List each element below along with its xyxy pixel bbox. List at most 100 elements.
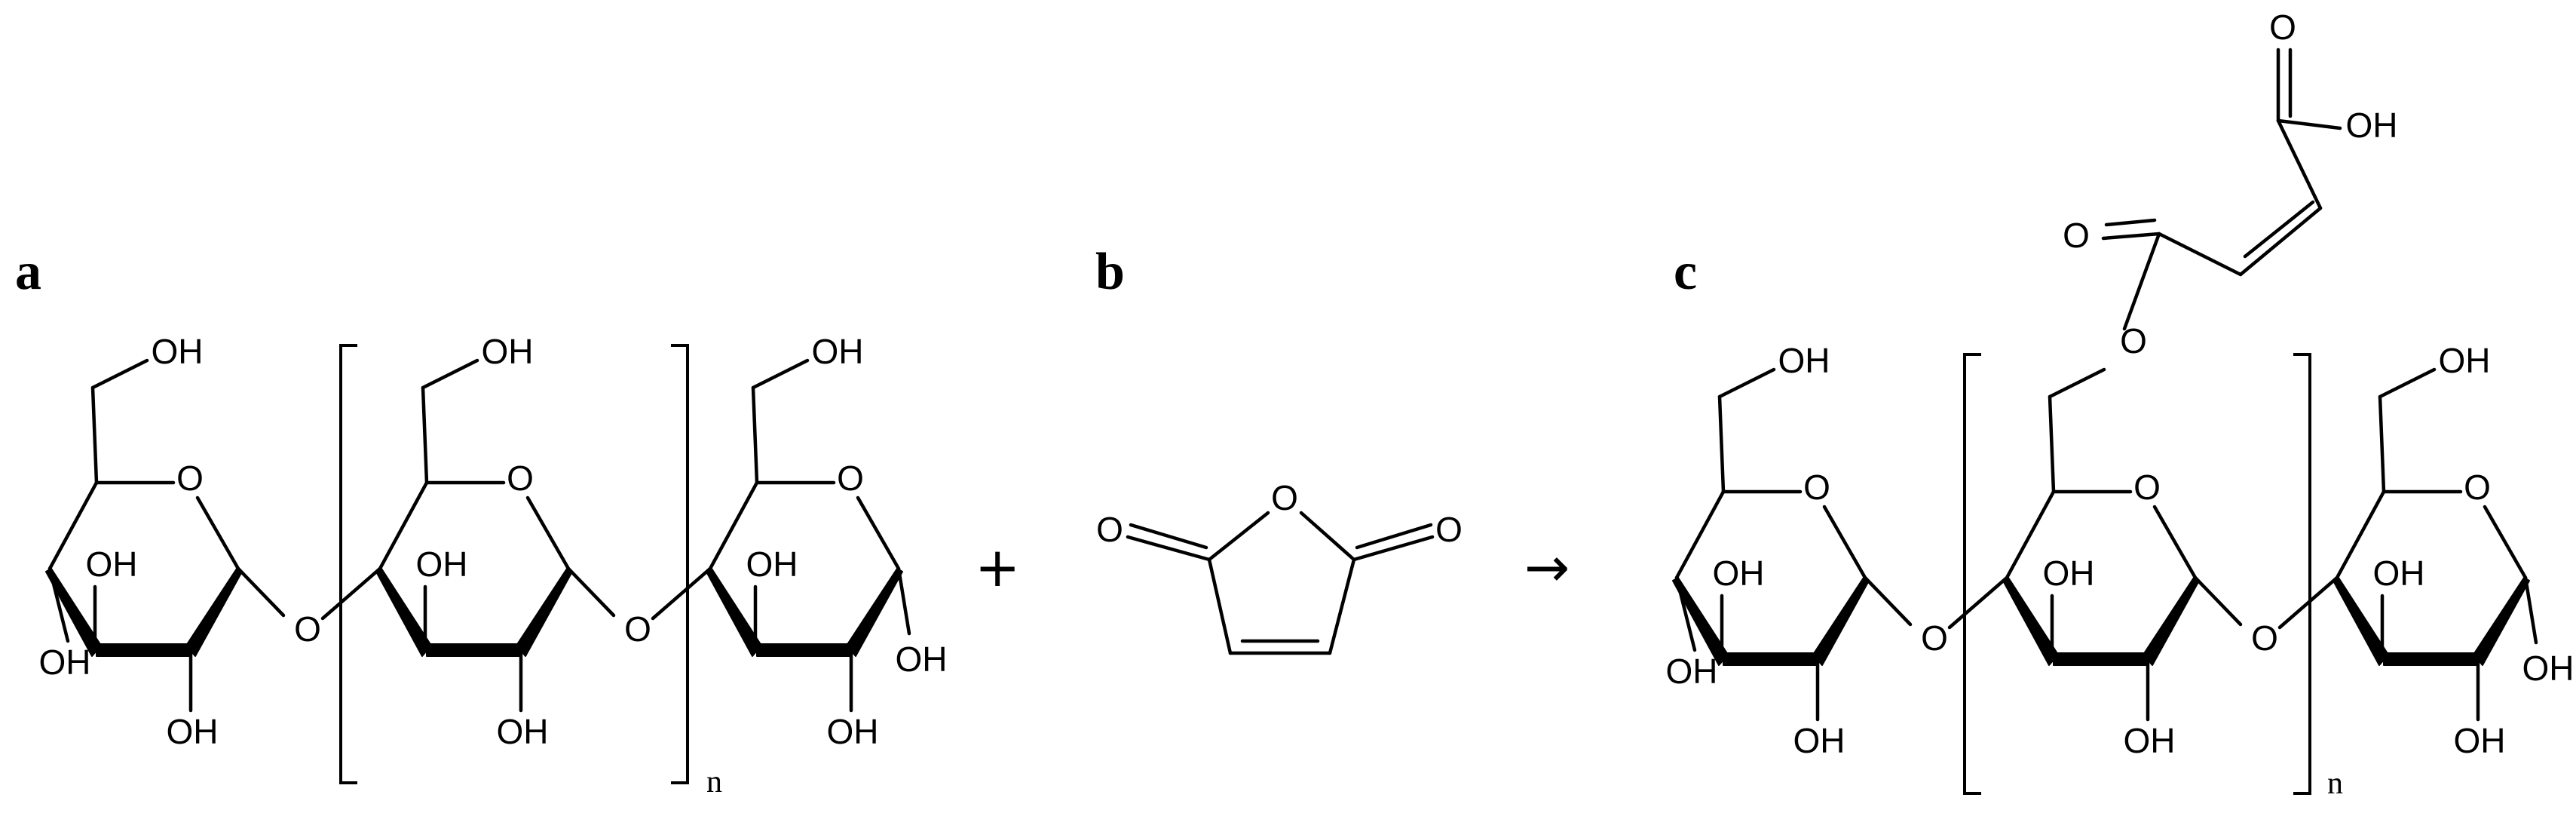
repeat-subscript-a: n bbox=[706, 765, 722, 799]
wedge-bond bbox=[1672, 577, 1729, 666]
bond-layer bbox=[47, 48, 2538, 795]
glycosidic-bond bbox=[566, 566, 616, 618]
wedge-bond bbox=[2332, 577, 2389, 666]
c3-hydroxyl: OH bbox=[1713, 554, 1765, 593]
ring-oxygen: O bbox=[507, 459, 534, 498]
ring-bond bbox=[2005, 489, 2056, 580]
c6-o-bond bbox=[751, 358, 810, 390]
carbonyl-oxygen: O bbox=[1096, 510, 1123, 549]
c6-hydroxyl: OH bbox=[1778, 341, 1830, 380]
reaction-arrow: → bbox=[1524, 535, 1570, 599]
c1-hydroxyl: OH bbox=[2522, 649, 2574, 688]
c3-hydroxyl: OH bbox=[746, 545, 798, 584]
ring-bond bbox=[1207, 557, 1233, 655]
c5-c6-bond bbox=[90, 385, 99, 485]
double-bond bbox=[2243, 200, 2315, 259]
c6-o-bond bbox=[90, 358, 149, 390]
wedge-layer bbox=[45, 568, 2530, 666]
panel-label-a: a bbox=[15, 243, 41, 301]
wedge-bond bbox=[45, 568, 102, 657]
glycosidic-bond bbox=[320, 566, 382, 621]
ring-bond bbox=[2152, 505, 2198, 580]
wedge-bond bbox=[2143, 577, 2200, 666]
acid-hydroxyl: OH bbox=[2346, 106, 2398, 145]
c2-hydroxyl: OH bbox=[1793, 721, 1845, 760]
c6-o-bond bbox=[2048, 367, 2106, 399]
c6-hydroxyl: OH bbox=[482, 332, 534, 371]
ring-bond bbox=[1822, 505, 1867, 580]
ring-oxygen: O bbox=[2464, 468, 2491, 507]
ring-bond bbox=[1328, 557, 1356, 655]
c4-hydroxyl: OH bbox=[1666, 652, 1718, 691]
c6-o-bond bbox=[2378, 367, 2437, 399]
ring-bond bbox=[47, 480, 99, 571]
wedge-bond bbox=[516, 568, 573, 657]
c1-oh-bond bbox=[2523, 575, 2538, 645]
ring-oxygen: O bbox=[837, 459, 864, 498]
acid-carbonyl-oxygen: O bbox=[2269, 8, 2296, 47]
carbonyl-oxygen: O bbox=[1435, 510, 1463, 549]
glycosidic-oxygen: O bbox=[294, 609, 321, 649]
c6-o-bond bbox=[421, 358, 479, 390]
wedge-bond bbox=[2002, 577, 2059, 666]
anhydride-ring-oxygen: O bbox=[1271, 478, 1298, 517]
c4-hydroxyl: OH bbox=[39, 643, 91, 682]
ring-bond bbox=[195, 495, 240, 571]
wedge-bond bbox=[2053, 652, 2149, 666]
glycosidic-oxygen: O bbox=[624, 609, 651, 649]
repeat-bracket-left bbox=[1963, 353, 1981, 795]
chain-bond bbox=[2157, 232, 2243, 277]
c2-hydroxyl: OH bbox=[497, 712, 549, 751]
ring-oxygen: O bbox=[2133, 468, 2161, 507]
label-layer: O OH OH OH OH O O OH OH OH O O OH OH OH OH O O O O OH OH OH OH O… bbox=[39, 8, 2574, 760]
ring-bond bbox=[1207, 511, 1270, 562]
ring-bond bbox=[1299, 511, 1356, 562]
repeat-bracket-left bbox=[339, 344, 357, 784]
c2-hydroxyl: OH bbox=[2454, 721, 2506, 760]
wedge-bond bbox=[426, 643, 522, 657]
panel-label-c: c bbox=[1674, 243, 1697, 301]
ester-bond bbox=[2122, 232, 2161, 331]
carbonyl-bond bbox=[2104, 218, 2157, 227]
glycosidic-bond bbox=[651, 566, 712, 621]
glycosidic-oxygen: O bbox=[2251, 618, 2278, 658]
wedge-bond bbox=[1723, 652, 1818, 666]
carbonyl-bond bbox=[1352, 535, 1435, 562]
wedge-bond bbox=[2383, 652, 2479, 666]
c3-hydroxyl: OH bbox=[416, 545, 468, 584]
c1-hydroxyl: OH bbox=[896, 640, 948, 679]
glycosidic-oxygen: O bbox=[1921, 618, 1948, 658]
wedge-bond bbox=[756, 643, 852, 657]
chain-bond bbox=[2238, 206, 2323, 277]
wedge-bond bbox=[706, 568, 762, 657]
c5-c6-bond bbox=[1717, 394, 1726, 494]
c1-oh-bond bbox=[896, 566, 911, 636]
panel-label-b: b bbox=[1095, 243, 1125, 301]
ring-bond bbox=[2335, 489, 2386, 580]
wedge-bond bbox=[2473, 577, 2530, 666]
ring-bond bbox=[378, 480, 429, 571]
acid-oh-bond bbox=[2276, 118, 2342, 130]
ester-oxygen: O bbox=[2120, 321, 2147, 360]
carbonyl-bond bbox=[1129, 523, 1208, 550]
wedge-bond bbox=[185, 568, 243, 657]
repeat-bracket-right bbox=[671, 344, 689, 784]
ring-bond bbox=[856, 495, 901, 571]
c2-hydroxyl: OH bbox=[167, 712, 219, 751]
ring-bond bbox=[1674, 489, 1726, 580]
ring-bond bbox=[2483, 505, 2528, 580]
ring-bond bbox=[708, 480, 759, 571]
ring-oxygen: O bbox=[1803, 468, 1830, 507]
c5-c6-bond bbox=[2048, 394, 2056, 494]
c6-hydroxyl: OH bbox=[152, 332, 204, 371]
repeat-subscript-c: n bbox=[2327, 766, 2343, 801]
ester-carbonyl-oxygen: O bbox=[2063, 216, 2090, 255]
wedge-bond bbox=[375, 568, 432, 657]
c2-hydroxyl: OH bbox=[827, 712, 879, 751]
glycosidic-bond bbox=[236, 566, 286, 618]
glycosidic-bond bbox=[1863, 575, 1913, 627]
carbonyl-bond bbox=[1126, 535, 1211, 562]
c6-hydroxyl: OH bbox=[2439, 341, 2491, 380]
c5-c6-bond bbox=[421, 385, 429, 485]
